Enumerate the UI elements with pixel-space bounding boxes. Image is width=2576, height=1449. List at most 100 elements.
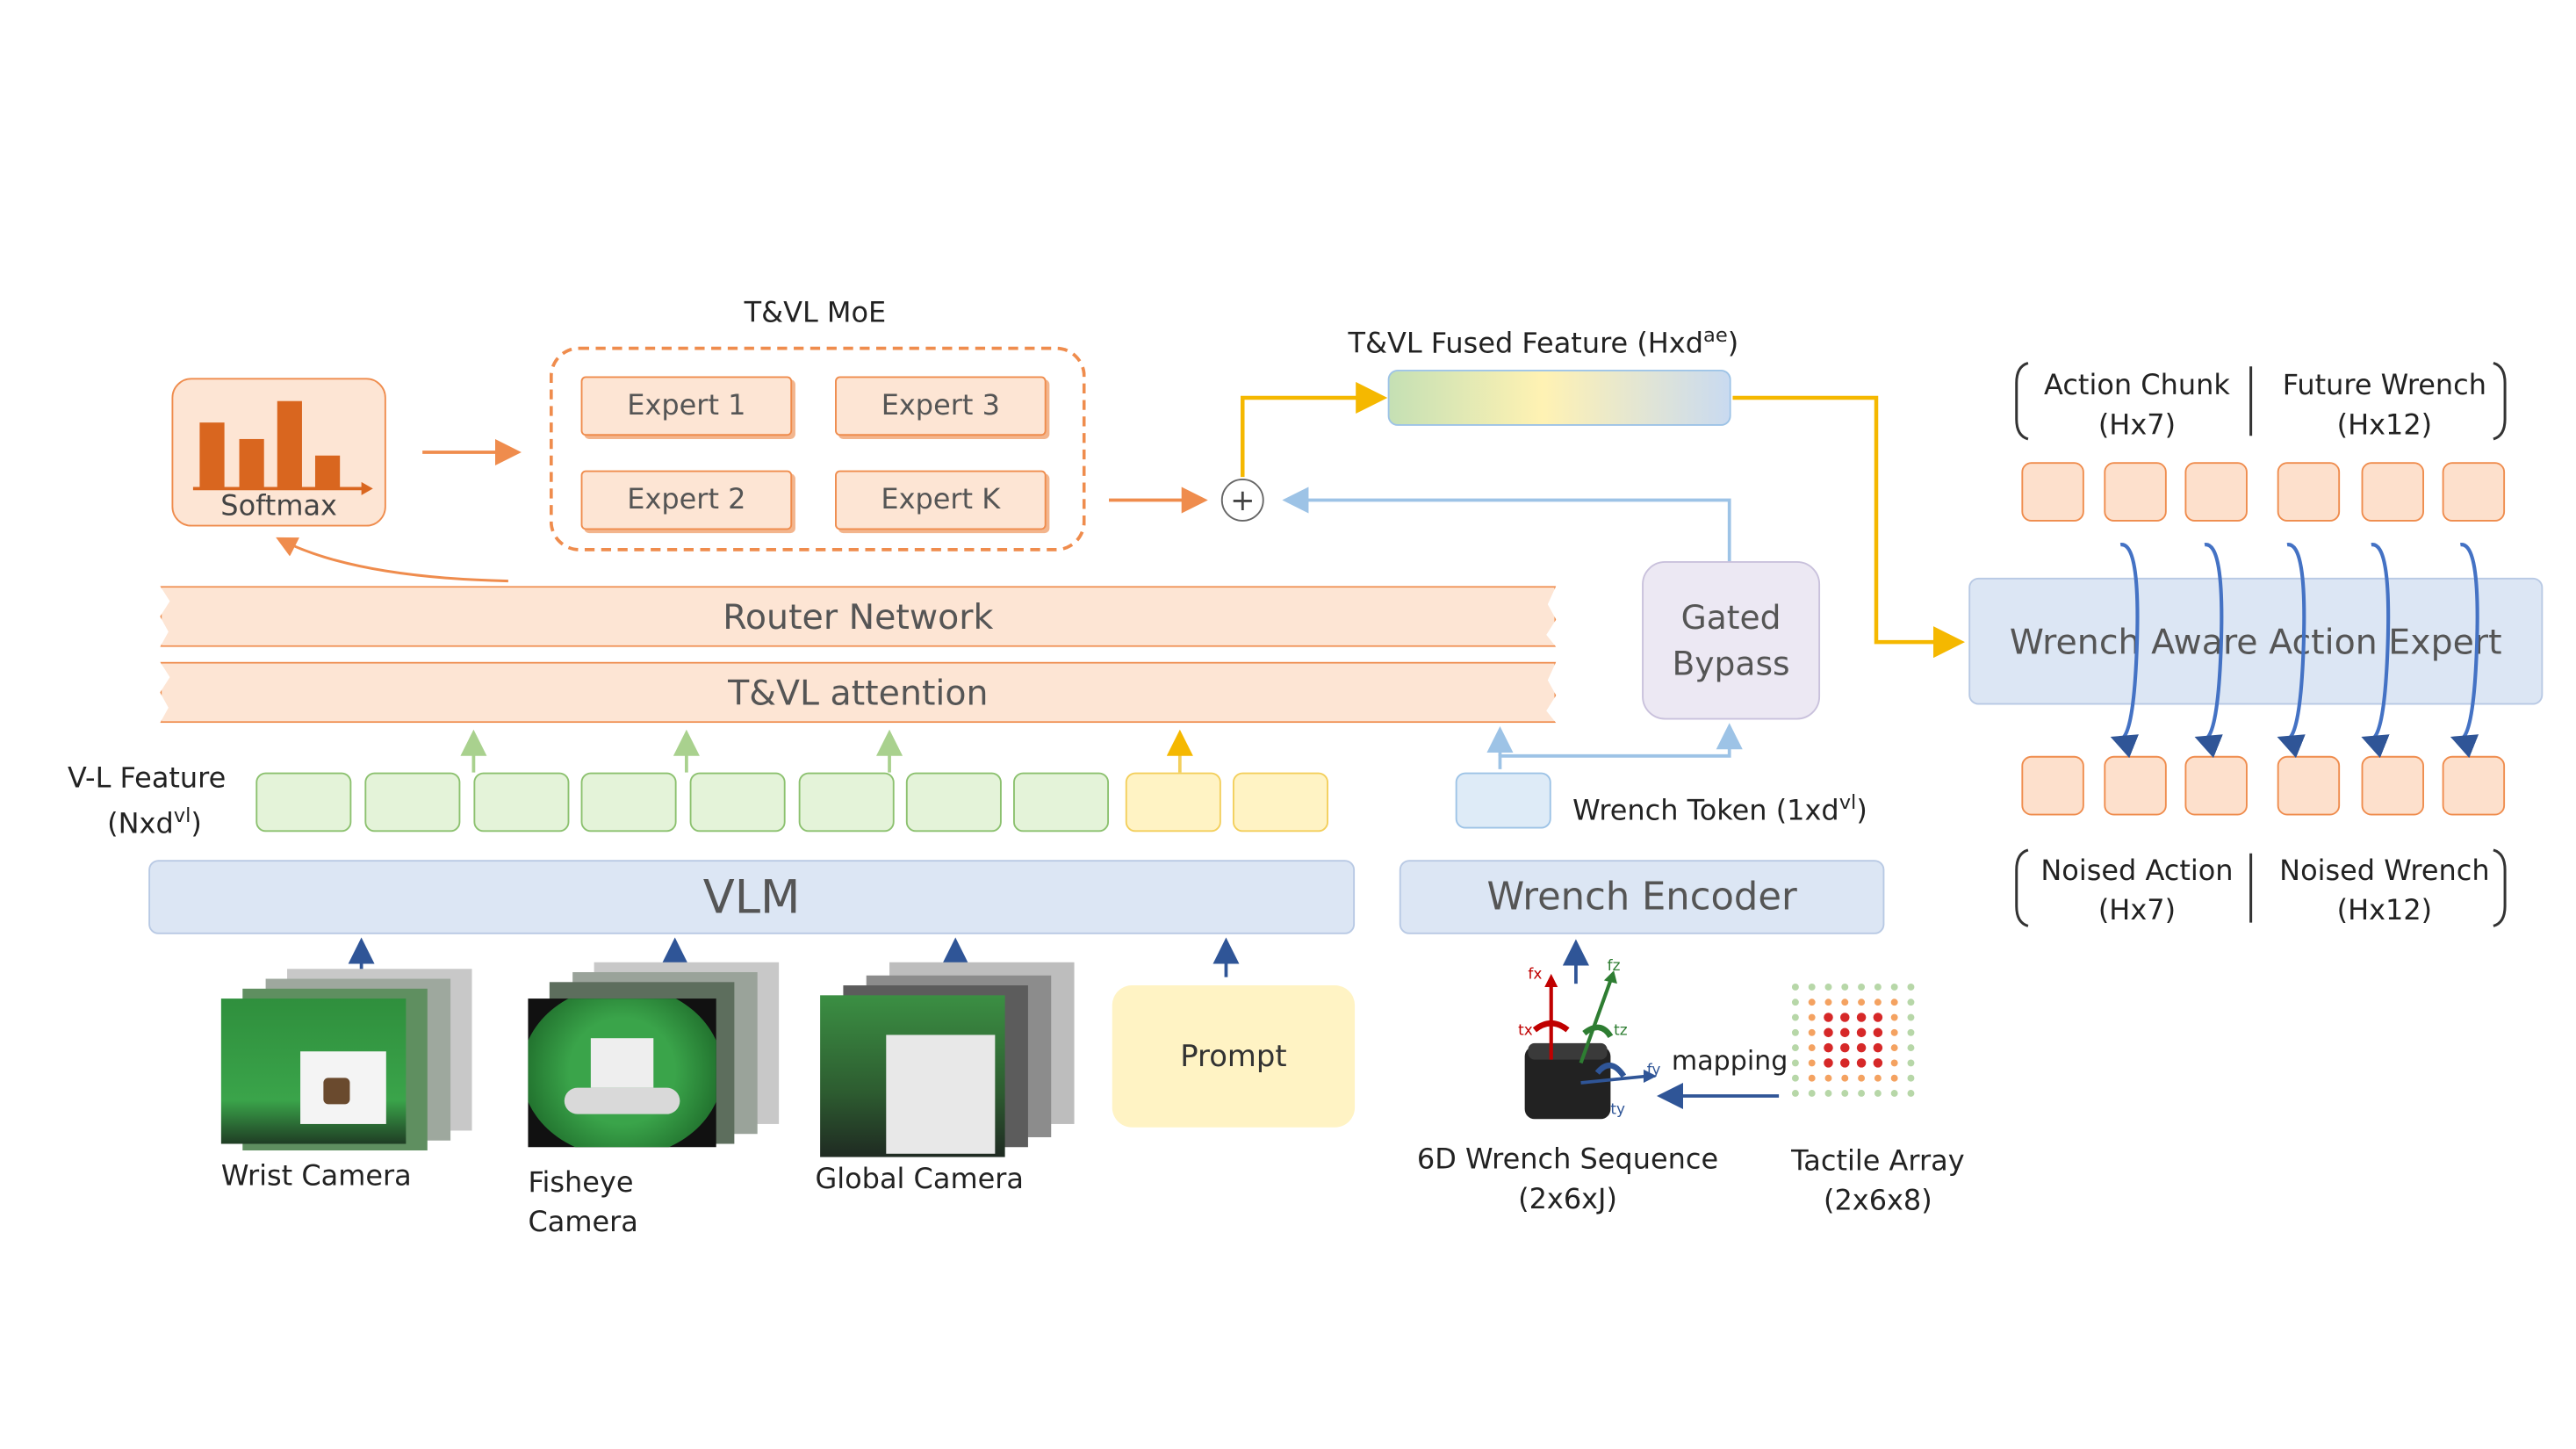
fused-to-expert-arrow (1732, 395, 1966, 659)
tz-label: tz (1614, 1023, 1628, 1041)
tactile-cell (1841, 1090, 1849, 1097)
vlm-block: VLM (148, 860, 1356, 934)
tactile-cell (1808, 1090, 1816, 1097)
tactile-cell (1874, 1074, 1882, 1082)
vl-token (798, 772, 895, 833)
tactile-cell (1824, 1013, 1833, 1022)
tactile-cell (1907, 983, 1915, 991)
softmax-bar-icon (192, 400, 373, 495)
sum-to-fused-arrow (1241, 381, 1388, 478)
global-camera-image (820, 962, 1075, 1157)
tactile-cell (1791, 998, 1799, 1006)
tactile-cell (1874, 1090, 1882, 1097)
wrench-encoder-block: Wrench Encoder (1399, 860, 1885, 934)
noised-action-label: Noised Action(Hx7) (2040, 854, 2234, 928)
action-expert-block: Wrench Aware Action Expert (1968, 577, 2544, 705)
tactile-cell (1907, 1059, 1915, 1067)
tactile-cell (1856, 1058, 1867, 1068)
fx-label: fx (1528, 967, 1543, 984)
future-wrench-label: Future Wrench(Hx12) (2282, 370, 2486, 443)
tactile-cell (1791, 1044, 1799, 1052)
vl-token (255, 772, 352, 833)
tactile-cell (1791, 1028, 1799, 1036)
noised-action-token (2021, 755, 2084, 816)
tactile-cell (1873, 1013, 1883, 1022)
tactile-cell (1840, 1013, 1850, 1022)
gated-bypass: Gated Bypass (1642, 561, 1821, 720)
wrench-sensor-icon (1524, 970, 1658, 1120)
tactile-cell (1791, 1074, 1799, 1082)
tactile-cell (1824, 1027, 1833, 1038)
tactile-cell (1907, 998, 1915, 1006)
tactile-cell (1808, 1074, 1816, 1082)
future-wrench-token (2442, 462, 2506, 522)
vl-feature-label: V-L Feature (Nxdvl) (68, 762, 227, 841)
tactile-array-label: Tactile Array(2x6x8) (1791, 1145, 1965, 1219)
tactile-cell (1824, 1074, 1832, 1082)
tactile-cell (1856, 1027, 1867, 1038)
vl-token (905, 772, 1002, 833)
router-to-softmax-arrow (276, 537, 508, 583)
moe-title: T&VL MoE (744, 297, 887, 330)
fz-label: fz (1607, 958, 1621, 976)
tactile-cell (1873, 1058, 1883, 1068)
tactile-cell (1808, 1013, 1816, 1021)
tactile-cell (1824, 998, 1832, 1006)
tactile-cell (1858, 1090, 1866, 1097)
expert-1: Expert 1 (580, 376, 793, 436)
softmax-box: Softmax (171, 378, 386, 527)
tactile-cell (1890, 998, 1898, 1006)
wrist-camera-image (220, 969, 472, 1151)
tactile-cell (1824, 1058, 1833, 1068)
noised-wrench-token (2442, 755, 2506, 816)
tactile-cell (1824, 1042, 1833, 1053)
tactile-cell (1791, 1090, 1799, 1097)
noised-action-token (2184, 755, 2248, 816)
tactile-cell (1890, 1013, 1898, 1021)
tactile-cell (1890, 1074, 1898, 1082)
ty-label: ty (1610, 1102, 1626, 1120)
wrench-token (1455, 772, 1551, 829)
fused-feature-bar (1387, 370, 1731, 426)
tactile-cell (1858, 983, 1866, 991)
sum-icon: + (1220, 479, 1264, 522)
fy-label: fy (1646, 1063, 1661, 1080)
prompt-token (1125, 772, 1221, 833)
tactile-cell (1856, 1013, 1867, 1022)
tactile-cell (1890, 1028, 1898, 1036)
noised-wrench-token (2361, 755, 2424, 816)
expert-k: Expert K (835, 470, 1047, 530)
tactile-cell (1840, 1058, 1850, 1068)
future-wrench-token (2277, 462, 2341, 522)
global-camera-label: Global Camera (815, 1164, 1024, 1197)
token-to-bypass-arrow (1498, 723, 1743, 769)
noised-wrench-token (2277, 755, 2341, 816)
tactile-cell (1890, 1044, 1898, 1052)
vl-token (473, 772, 570, 833)
denoise-loop-arrows (2110, 543, 2479, 759)
tactile-cell (1824, 983, 1832, 991)
tactile-cell (1808, 1059, 1816, 1067)
tactile-cell (1841, 998, 1849, 1006)
tactile-cell (1858, 998, 1866, 1006)
noised-action-token (2104, 755, 2167, 816)
tactile-cell (1808, 1028, 1816, 1036)
vl-token (1013, 772, 1110, 833)
tactile-cell (1841, 1074, 1849, 1082)
tactile-cell (1841, 983, 1849, 991)
tactile-cell (1890, 1059, 1898, 1067)
tactile-cell (1791, 983, 1799, 991)
expert-3: Expert 3 (835, 376, 1047, 436)
future-wrench-token (2361, 462, 2424, 522)
tactile-cell (1907, 1074, 1915, 1082)
tactile-array-icon (1791, 983, 1915, 1097)
router-network: Router Network (160, 586, 1557, 647)
vl-token (689, 772, 786, 833)
tactile-cell (1840, 1042, 1850, 1053)
fused-feature-label: T&VL Fused Feature (Hxdae) (1348, 323, 1739, 361)
bypass-to-sum-arrow (1282, 487, 1731, 562)
expert-2: Expert 2 (580, 470, 793, 530)
